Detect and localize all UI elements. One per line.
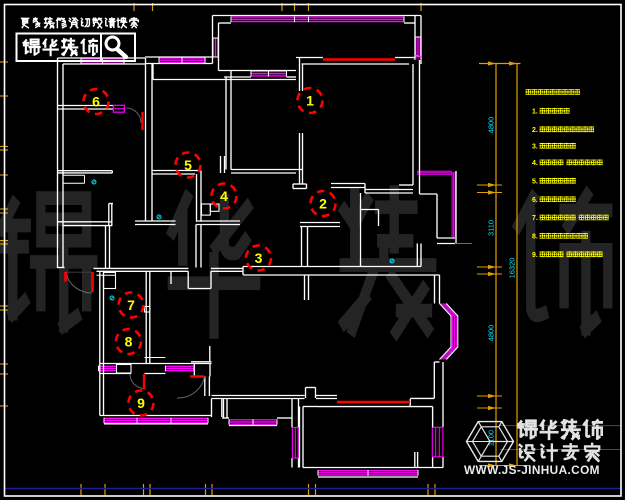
svg-text:1: 1 — [306, 93, 314, 109]
svg-text:4800: 4800 — [487, 117, 496, 134]
svg-text:7: 7 — [127, 297, 135, 313]
svg-text:6: 6 — [92, 94, 100, 110]
svg-text:7.: 7. — [532, 215, 538, 222]
svg-text:6.: 6. — [532, 197, 538, 204]
svg-text:2: 2 — [319, 196, 327, 212]
svg-text:5: 5 — [184, 157, 192, 173]
svg-text:8: 8 — [125, 334, 133, 350]
svg-text:4: 4 — [220, 188, 228, 204]
svg-text:4800: 4800 — [487, 325, 496, 342]
svg-text:9.: 9. — [532, 252, 538, 259]
svg-text:3110: 3110 — [487, 220, 496, 236]
svg-text:DR: DR — [413, 56, 422, 62]
svg-text:8.: 8. — [532, 234, 538, 241]
svg-text:2.: 2. — [532, 127, 538, 134]
svg-text:5.: 5. — [532, 178, 538, 185]
svg-text:1.: 1. — [532, 109, 538, 116]
svg-text:4.: 4. — [532, 160, 538, 167]
svg-text:9: 9 — [137, 395, 145, 411]
svg-text:1100: 1100 — [487, 430, 496, 446]
svg-text:3.: 3. — [532, 143, 538, 150]
svg-text:WWW.JS-JINHUA.COM: WWW.JS-JINHUA.COM — [464, 463, 600, 477]
svg-text:16320: 16320 — [508, 258, 517, 279]
svg-text:3: 3 — [255, 250, 263, 266]
